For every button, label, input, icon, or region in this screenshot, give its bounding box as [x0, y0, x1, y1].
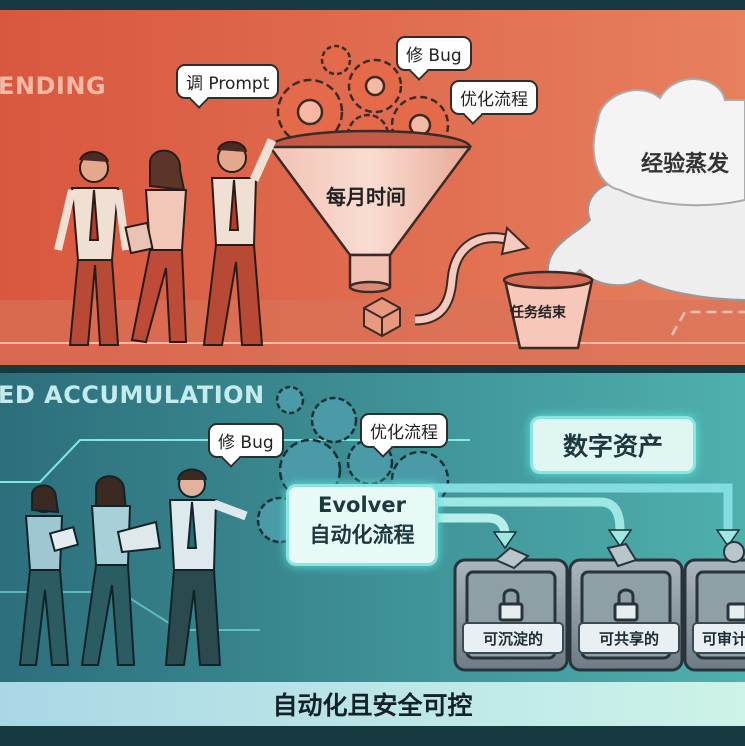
bubble-fix-bug-bottom: 修 Bug — [208, 423, 284, 458]
worker-with-tablet — [18, 484, 80, 666]
bubble-fix-bug-top: 修 Bug — [396, 36, 472, 71]
evolver-title: Evolver — [318, 493, 406, 517]
top-panel-heading: ENDING — [0, 72, 107, 100]
funnel — [267, 129, 473, 294]
worker-pointing — [164, 468, 248, 666]
tired-worker-2 — [124, 149, 188, 344]
evolver-box: Evolver 自动化流程 — [286, 484, 438, 566]
worker-adjusting-funnel — [202, 138, 277, 346]
bubble-adjust-prompt: 调 Prompt — [176, 64, 280, 99]
vault-label-auditable: 可审计 — [692, 622, 745, 654]
vault-label-depositable: 可沉淀的 — [462, 622, 564, 654]
dropped-cube — [363, 296, 401, 338]
bottom-panel-heading: ED ACCUMULATION — [0, 381, 265, 409]
digital-assets-box: 数字资产 — [530, 416, 696, 474]
bubble-optimize-flow-bottom: 优化流程 — [360, 413, 448, 448]
bucket-label: 任务结束 — [510, 305, 566, 321]
bucket — [502, 270, 594, 350]
steam-cloud — [546, 78, 745, 301]
arrow-heads — [492, 529, 741, 550]
cloud-label: 经验蒸发 — [641, 152, 730, 177]
gears-top — [276, 44, 450, 157]
funnel-label: 每月时间 — [326, 185, 406, 209]
tired-worker-1 — [54, 151, 130, 346]
dashed-path — [670, 310, 745, 336]
evolver-subtitle: 自动化流程 — [309, 523, 415, 547]
bubble-optimize-flow-top: 优化流程 — [450, 80, 538, 115]
worker-with-laptop — [80, 475, 162, 666]
arrow-to-bucket — [414, 226, 531, 326]
footer-banner: 自动化且安全可控 — [0, 682, 745, 726]
vault-label-shareable: 可共享的 — [578, 622, 680, 654]
